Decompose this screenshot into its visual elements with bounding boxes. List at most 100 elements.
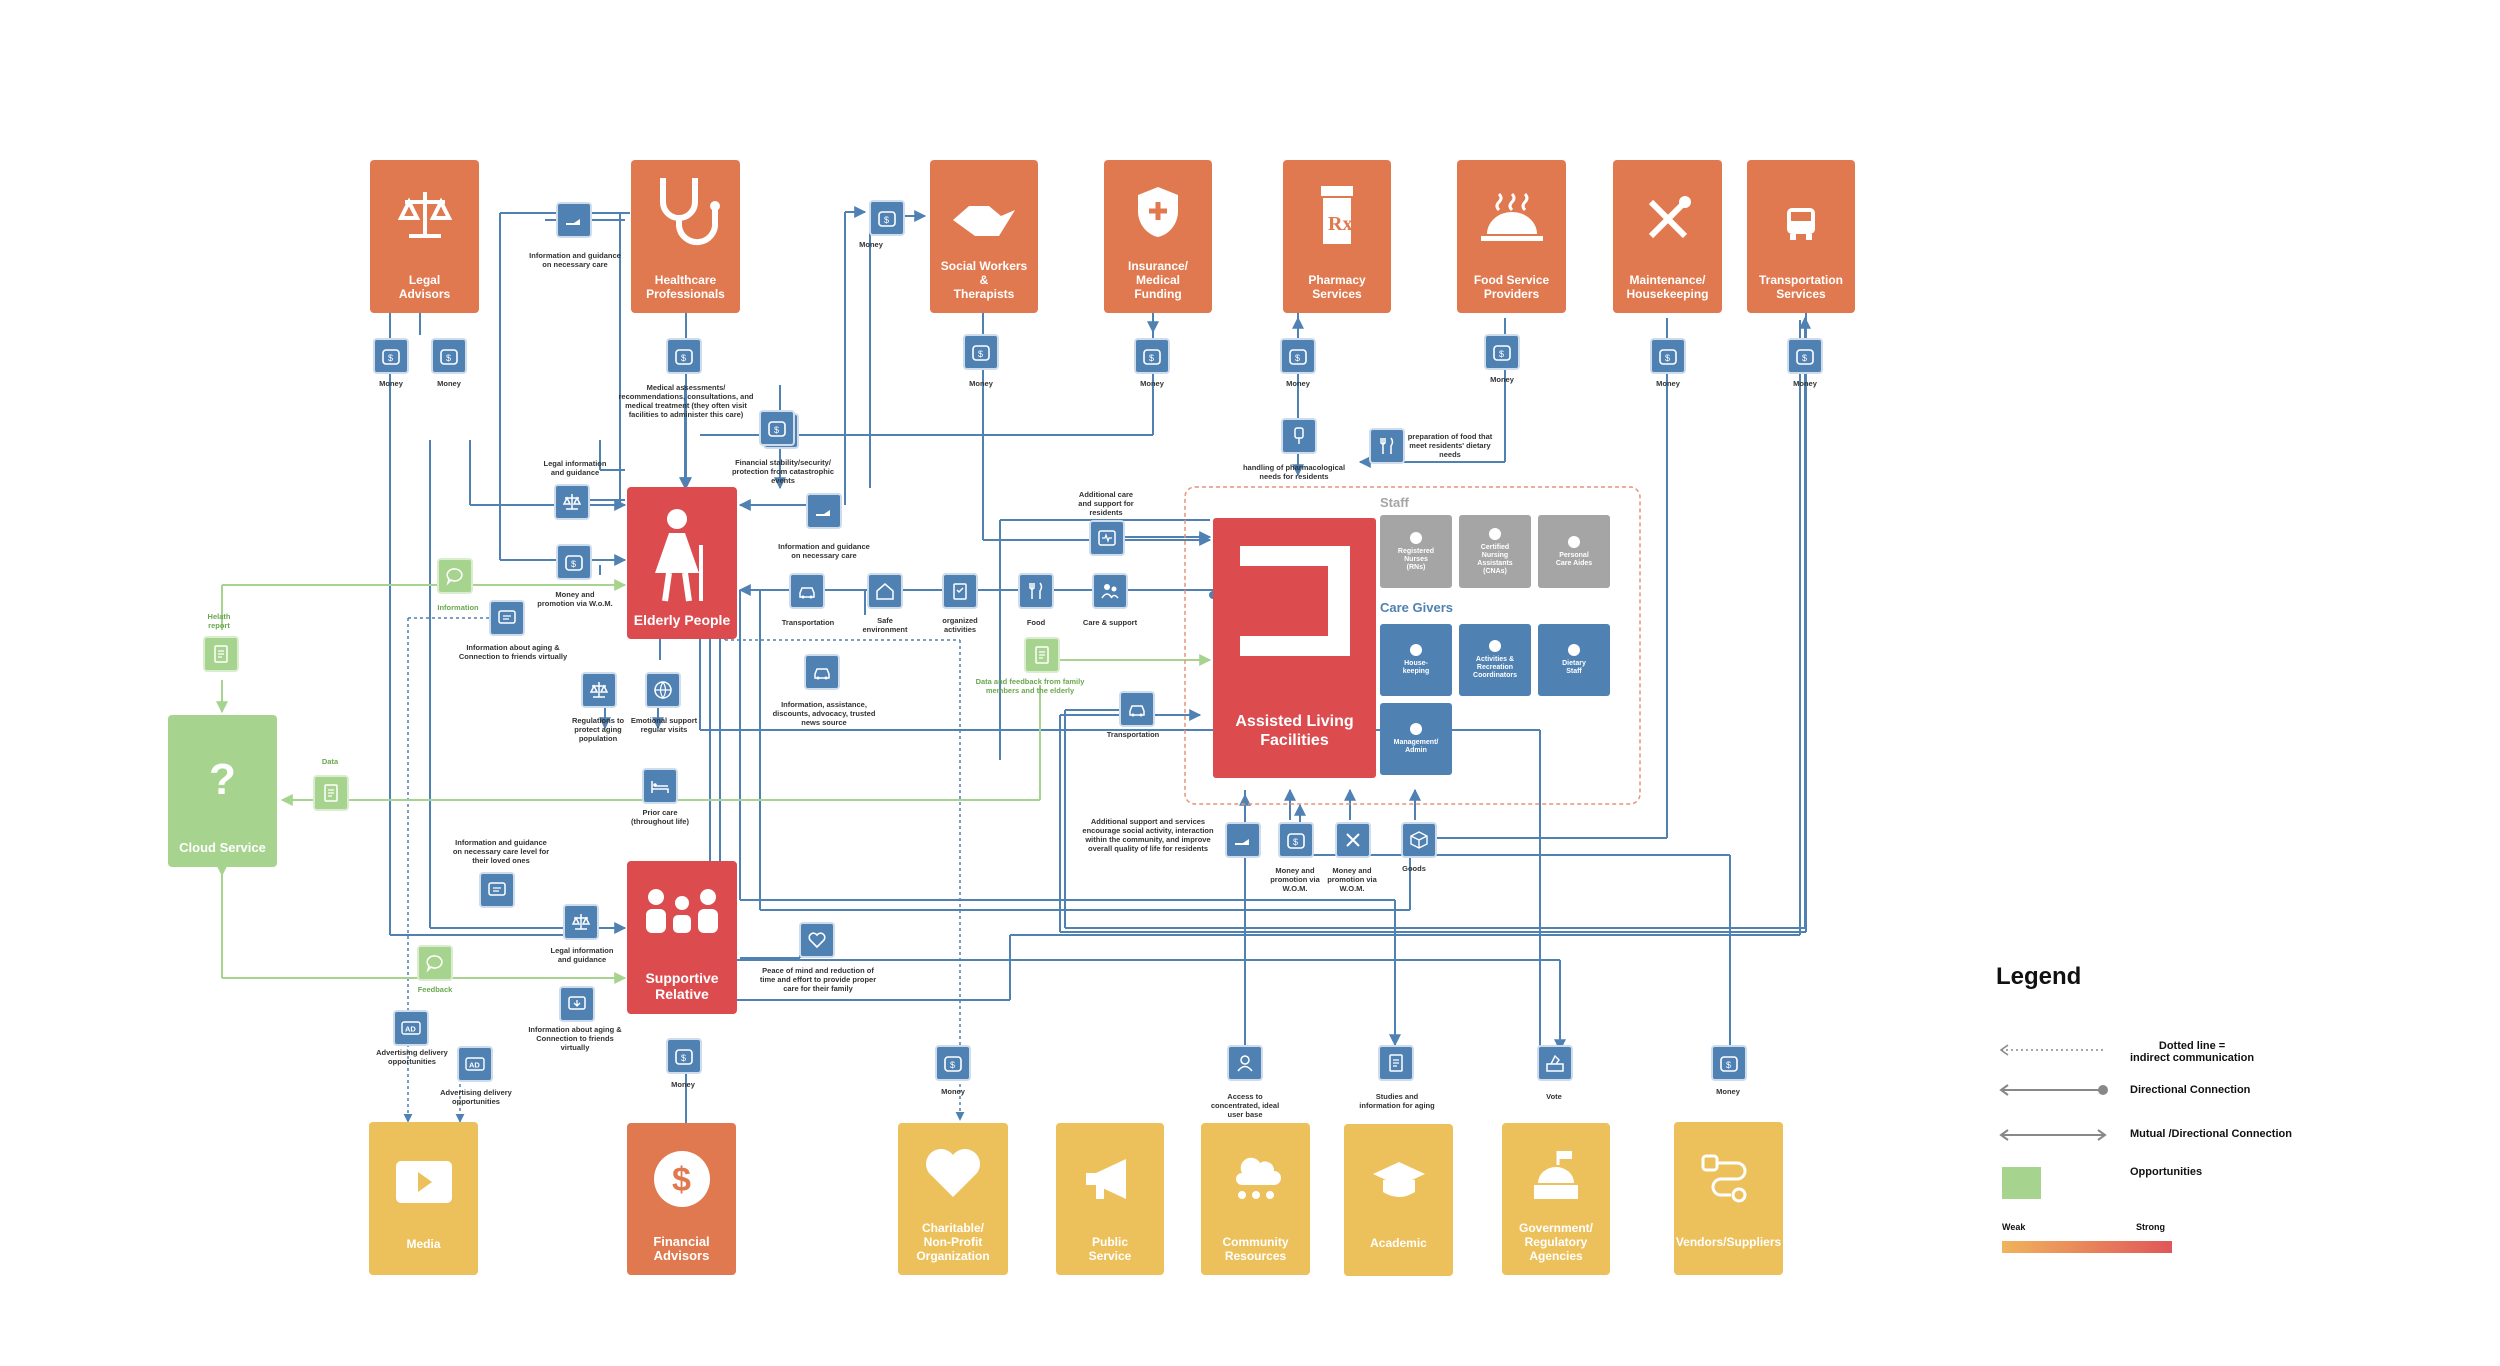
legend-weak: Weak (2002, 1222, 2026, 1232)
staff-cnas[interactable]: Certified Nursing Assistants (CNAs) (1459, 515, 1531, 588)
care-support-icon[interactable] (1092, 573, 1128, 609)
money-icon[interactable]: $ (1134, 338, 1170, 374)
food-service-box[interactable]: Food Service Providers (1457, 160, 1566, 313)
label-money: Money (1140, 379, 1164, 388)
scales-small-icon[interactable] (563, 904, 599, 940)
money-icon[interactable]: $ (1484, 334, 1520, 370)
money-icon[interactable]: $ (1280, 338, 1316, 374)
elderly-person-icon (655, 509, 703, 602)
vote-icon[interactable] (1537, 1045, 1573, 1081)
pharmacy-box[interactable]: Rx Pharmacy Services (1283, 160, 1391, 313)
food-icon[interactable] (1018, 573, 1054, 609)
svg-text:$: $ (681, 1053, 686, 1063)
caregiver-dietary[interactable]: Dietary Staff (1538, 624, 1610, 696)
caregiver-activities[interactable]: Activities & Recreation Coordinators (1459, 624, 1531, 696)
money-icon[interactable]: $ (556, 544, 592, 580)
caregiver-housekeeping[interactable]: House- keeping (1380, 624, 1452, 696)
document-icon[interactable] (1378, 1045, 1414, 1081)
money-icon[interactable]: $ (1650, 338, 1686, 374)
care-hand-icon[interactable] (806, 493, 842, 529)
ad-icon[interactable]: AD (393, 1010, 429, 1046)
car-icon[interactable] (804, 654, 840, 690)
insurance-box[interactable]: Insurance/ Medical Funding (1104, 160, 1212, 313)
financial-advisors-box[interactable]: $ Financial Advisors (627, 1123, 736, 1275)
cloud-service-box[interactable]: ? Cloud Service (168, 715, 277, 867)
car-icon[interactable] (1119, 691, 1155, 727)
label-additional-care: Additional care and support for resident… (1078, 490, 1134, 517)
money-icon[interactable]: $ (666, 1038, 702, 1074)
label-medical-assessments: Medical assessments/ recommendations, co… (618, 383, 754, 419)
legend-directional: Directional Connection (2130, 1084, 2251, 1096)
health-report-icon[interactable] (203, 636, 239, 672)
chat-download-icon[interactable] (559, 986, 595, 1022)
staff-aides[interactable]: Personal Care Aides (1538, 515, 1610, 588)
svg-text:AD: AD (405, 1025, 416, 1034)
goods-box-icon[interactable] (1401, 822, 1437, 858)
data-doc-icon[interactable] (313, 775, 349, 811)
cloche-icon (1480, 192, 1543, 241)
label-financial-stability: Financial stability/security/ protection… (731, 458, 835, 485)
public-service-label: Public Service (1088, 1235, 1132, 1263)
caregiver-management[interactable]: Management/ Admin (1380, 703, 1452, 775)
ad-icon[interactable]: AD (457, 1046, 493, 1082)
care-hand-icon[interactable] (556, 202, 592, 238)
money-icon[interactable]: $ (1711, 1045, 1747, 1081)
money-icon[interactable]: $ (1787, 338, 1823, 374)
money-icon[interactable]: $ (935, 1045, 971, 1081)
svg-text:$: $ (978, 349, 983, 359)
svg-text:$: $ (681, 353, 686, 363)
heart-icon[interactable] (799, 922, 835, 958)
healthcare-professionals-box[interactable]: Healthcare Professionals (631, 160, 740, 313)
money-icon[interactable]: $ (963, 334, 999, 370)
label-transportation-2: Transportation (1106, 730, 1160, 739)
chat-message-icon[interactable] (479, 872, 515, 908)
label-handling-pharma: handling of pharmacological needs for re… (1242, 463, 1346, 481)
media-box[interactable]: Media (369, 1122, 478, 1275)
cloud-service-label: Cloud Service (179, 840, 266, 855)
support-hand-icon[interactable] (1225, 822, 1261, 858)
heart-monitor-icon[interactable] (1089, 520, 1125, 556)
social-workers-box[interactable]: Social Workers & Therapists (930, 160, 1038, 313)
community-resources-box[interactable]: Community Resources (1201, 1123, 1310, 1275)
label-money: Money (1656, 379, 1680, 388)
house-icon[interactable] (867, 573, 903, 609)
bed-icon[interactable] (642, 768, 678, 804)
label-peace-of-mind: Peace of mind and reduction of time and … (759, 966, 877, 993)
label-money: Money (1490, 375, 1514, 384)
tools-small-icon[interactable] (1335, 822, 1371, 858)
chat-message-icon[interactable] (489, 600, 525, 636)
money-icon[interactable]: $ (431, 338, 467, 374)
legal-advisors-box[interactable]: Legal Advisors (370, 160, 479, 313)
money-icon[interactable]: $ (666, 338, 702, 374)
staff-rns[interactable]: Registered Nurses (RNs) (1380, 515, 1452, 588)
chat-bubble-icon[interactable] (417, 945, 453, 981)
user-icon[interactable] (1227, 1045, 1263, 1081)
supportive-relative-box[interactable]: Supportive Relative (627, 861, 737, 1014)
money-icon[interactable]: $ (869, 200, 905, 236)
maintenance-box[interactable]: Maintenance/ Housekeeping (1613, 160, 1722, 313)
svg-text:$: $ (571, 559, 576, 569)
chat-bubble-icon[interactable] (437, 558, 473, 594)
money-icon[interactable]: $ (1278, 822, 1314, 858)
money-icon[interactable]: $ (373, 338, 409, 374)
elderly-people-box[interactable]: Elderly People (627, 487, 737, 639)
government-box[interactable]: Government/ Regulatory Agencies (1502, 1123, 1610, 1275)
charitable-box[interactable]: Charitable/ Non-Profit Organization (898, 1123, 1008, 1275)
transportation-services-box[interactable]: Transportation Services (1747, 160, 1855, 313)
vendors-box[interactable]: Vendors/Suppliers (1674, 1122, 1783, 1275)
academic-box[interactable]: Academic (1344, 1124, 1453, 1276)
svg-text:$: $ (446, 353, 451, 363)
feedback-doc-icon[interactable] (1024, 637, 1060, 673)
label-money-promotion-2: Money and promotion via W.O.M. (1270, 866, 1320, 893)
scales-small-icon[interactable] (581, 672, 617, 708)
globe-icon[interactable] (645, 672, 681, 708)
utensils-icon[interactable] (1369, 428, 1405, 464)
public-service-box[interactable]: Public Service (1056, 1123, 1164, 1275)
clipboard-icon[interactable] (942, 573, 978, 609)
car-icon[interactable] (789, 573, 825, 609)
scales-small-icon[interactable] (554, 484, 590, 520)
label-money-promotion-3: Money and promotion via W.O.M. (1327, 866, 1377, 893)
government-building-icon (1534, 1151, 1578, 1199)
financial-shield-icon[interactable]: $ (759, 410, 795, 446)
iv-drip-icon[interactable] (1281, 418, 1317, 454)
